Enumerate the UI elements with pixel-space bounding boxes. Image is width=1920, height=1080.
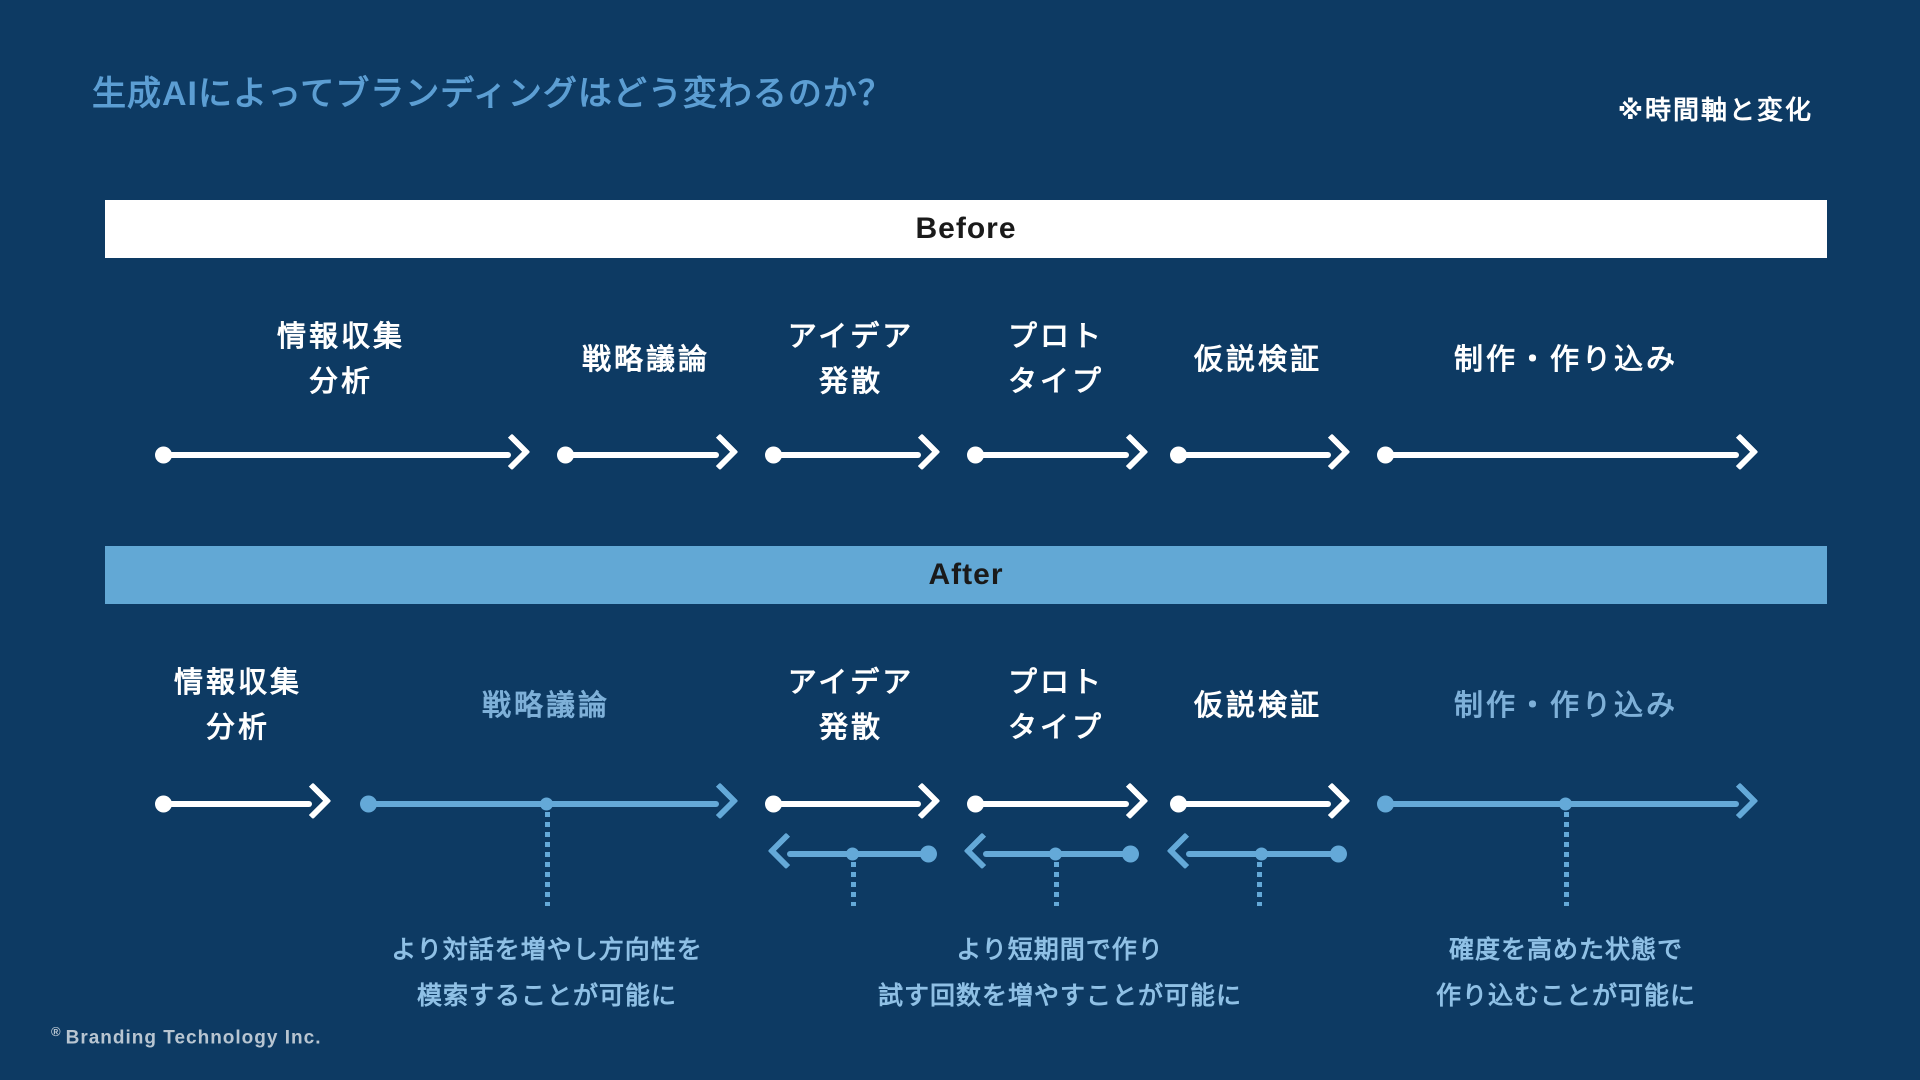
arrow-mid-dot [1559,797,1572,811]
arrow-line [972,801,1129,807]
stage-label-line: 制作・作り込み [1453,689,1678,722]
arrow-head-icon [493,433,531,471]
annotation-production: 確度を高めた状態で 作り込むことが可能に [1356,927,1776,1019]
before-stage-prototype: プロト タイプ [886,312,1226,408]
before-band-label: Before [915,212,1017,245]
before-stage-research: 情報収集 分析 [171,312,511,408]
arrow-line [770,452,921,458]
arrow-head-icon [903,782,941,820]
arrow-line [972,452,1129,458]
after-stage-strategy: 戦略議論 [376,658,716,754]
company-credit: ®Branding Technology Inc. [51,1024,321,1049]
arrow-line [1175,452,1331,458]
before-stage-ideation: アイデア 発散 [681,312,1021,408]
arrow-head-icon [1313,433,1351,471]
arrow-line [1175,801,1331,807]
after-stage-production: 制作・作り込み [1396,658,1736,754]
after-stage-prototype: プロト タイプ [886,658,1226,754]
before-band: Before [105,200,1827,258]
arrow-head-icon [701,433,739,471]
before-arrow-research [155,433,531,471]
after-band-label: After [928,558,1004,591]
arrow-line [770,801,921,807]
legend-note: ※時間軸と変化 [1617,95,1813,125]
annotation-line: 試す回数を増やすことが可能に [877,982,1242,1010]
dotted-connector-ideation [851,862,856,906]
arrow-line [160,452,511,458]
stage-label-line: 制作・作り込み [1453,343,1678,376]
annotation-strategy: より対話を増やし方向性を 模索することが可能に [337,927,757,1019]
arrow-head-icon [1111,782,1149,820]
arrow-head-icon [701,782,739,820]
arrow-line [160,801,312,807]
after-stage-research: 情報収集 分析 [68,658,408,754]
stage-label-line: 情報収集 [173,667,302,700]
company-name: Branding Technology Inc. [65,1027,322,1049]
dotted-connector-validation [1257,862,1262,906]
annotation-line: より対話を増やし方向性を [391,936,703,964]
stage-label-line: 発散 [818,366,883,398]
after-arrow-research [155,782,332,820]
after-stage-validation: 仮説検証 [1088,658,1428,754]
dotted-connector-strategy [545,812,550,906]
before-arrow-production [1377,433,1759,471]
arrow-head-icon [294,782,332,820]
after-arrow-strategy [360,782,739,820]
annotation-line: より短期間で作り [956,936,1164,964]
before-arrow-prototype [967,433,1149,471]
annotation-line: 確度を高めた状態で [1448,936,1683,964]
arrow-head-icon [1721,782,1759,820]
after-band: After [105,546,1827,604]
stage-label-line: 情報収集 [276,321,405,354]
arrow-start-dot [1122,845,1139,863]
arrow-line [562,452,719,458]
before-stage-validation: 仮説検証 [1088,312,1428,408]
stage-label-line: 発散 [818,712,883,744]
stage-label-line: 分析 [308,366,373,398]
dotted-connector-prototype [1054,862,1059,906]
after-arrow-ideation [765,782,941,820]
before-stage-strategy: 戦略議論 [476,312,816,408]
stage-label-line: タイプ [1007,712,1104,744]
after-back-arrow-ideation [767,832,937,870]
after-arrow-validation [1170,782,1351,820]
dotted-connector-production [1564,812,1569,906]
after-back-arrow-prototype [963,832,1139,870]
stage-label-line: プロト [1007,321,1104,354]
after-arrow-prototype [967,782,1149,820]
stage-label-line: アイデア [787,321,915,354]
annotation-line: 作り込むことが可能に [1435,982,1696,1010]
annotation-line: 模索することが可能に [416,982,677,1010]
arrow-head-icon [1721,433,1759,471]
arrow-mid-dot [1255,847,1268,861]
arrow-start-dot [920,845,937,863]
arrow-mid-dot [846,847,859,861]
stage-label-line: 戦略議論 [481,689,610,722]
stage-label-line: 仮説検証 [1193,689,1322,722]
before-arrow-strategy [557,433,739,471]
arrow-head-icon [1111,433,1149,471]
arrow-start-dot [1330,845,1347,863]
arrow-head-icon [1313,782,1351,820]
stage-label-line: 分析 [205,712,270,744]
before-arrow-validation [1170,433,1351,471]
before-arrow-ideation [765,433,941,471]
arrow-mid-dot [1049,847,1062,861]
registered-mark-icon: ® [51,1024,62,1039]
stage-label-line: タイプ [1007,366,1104,398]
stage-label-line: プロト [1007,667,1104,700]
before-stage-production: 制作・作り込み [1396,312,1736,408]
after-arrow-production [1377,782,1759,820]
after-back-arrow-validation [1166,832,1347,870]
stage-label-line: 仮説検証 [1193,343,1322,376]
stage-label-line: 戦略議論 [581,343,710,376]
arrow-line [1382,452,1739,458]
annotation-iteration: より短期間で作り 試す回数を増やすことが可能に [850,927,1270,1019]
page-title: 生成AIによってブランディングはどう変わるのか？ [92,75,893,113]
arrow-mid-dot [540,797,553,811]
stage-label-line: アイデア [787,667,915,700]
after-stage-ideation: アイデア 発散 [681,658,1021,754]
arrow-line [787,851,932,857]
arrow-head-icon [903,433,941,471]
